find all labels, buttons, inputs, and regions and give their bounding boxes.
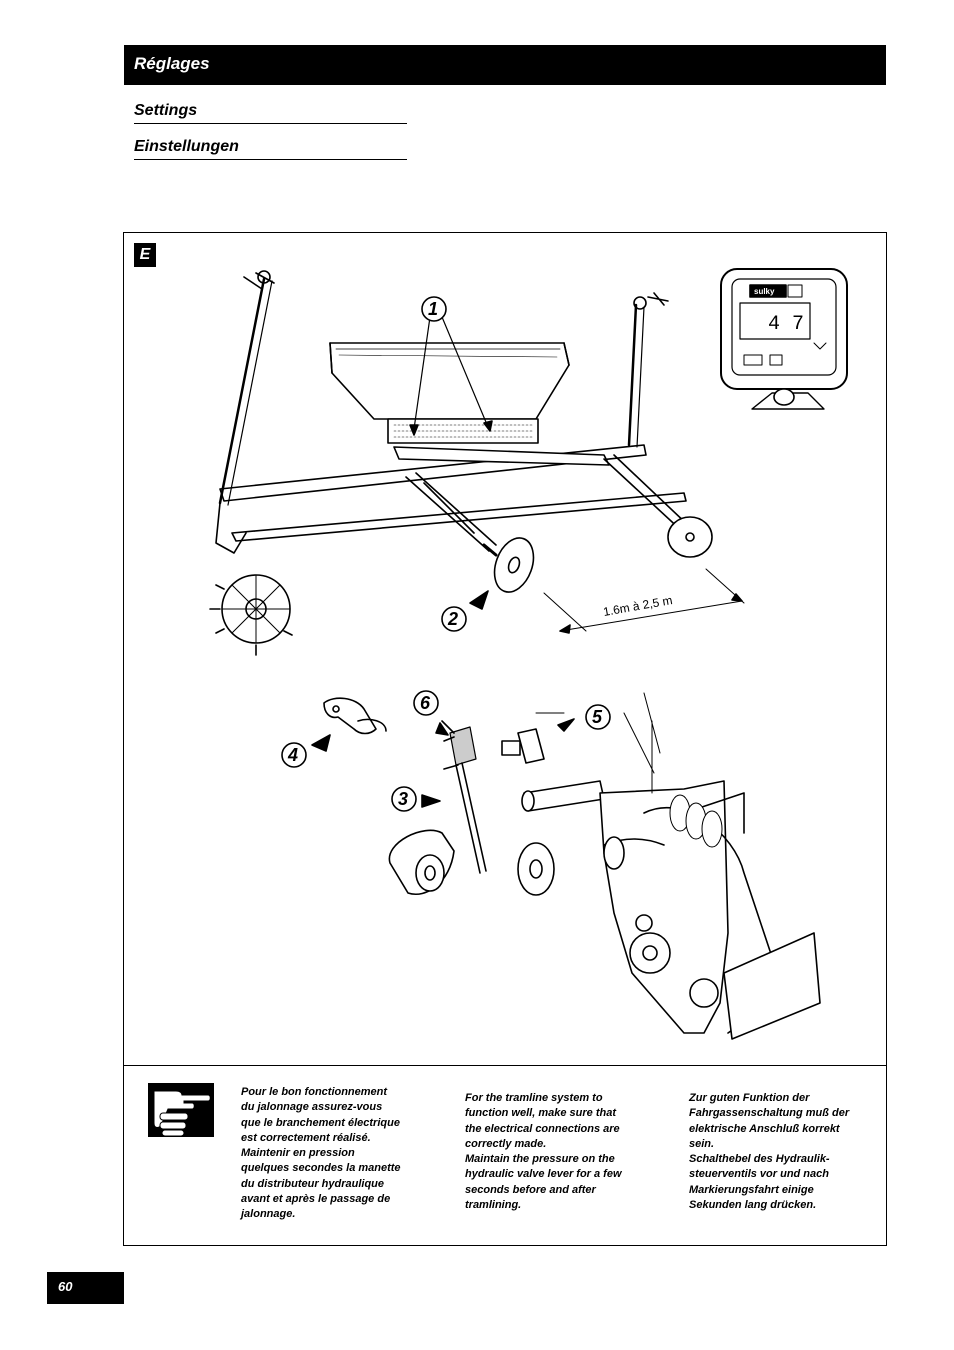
dimension-label: 1.6m à 2,5 m — [602, 593, 673, 619]
page-number: 60 — [58, 1279, 73, 1294]
callout-1: 1 — [428, 299, 438, 319]
callout-3: 3 — [398, 789, 408, 809]
figure-label: E — [134, 243, 156, 267]
subtitle-settings: Settings — [134, 102, 407, 124]
note-french: Pour le bon fonctionnement du jalonnage … — [241, 1086, 401, 1221]
control-monitor: sulky 4 7 — [720, 268, 848, 410]
section-title: Réglages — [134, 54, 210, 73]
callout-4: 4 — [287, 745, 298, 765]
callout-numbers: 1 2 3 4 5 6 — [281, 296, 611, 812]
seed-drill-illustration: 1.6m à 2,5 m sulky 4 7 — [209, 268, 848, 1040]
page-number-box: 60 — [47, 1272, 124, 1304]
callout-2: 2 — [447, 609, 458, 629]
subtitle-einstellungen: Einstellungen — [134, 138, 407, 160]
figure-frame: E — [123, 232, 887, 1246]
monitor-brand: sulky — [754, 287, 775, 296]
seed-drill-drawing: 1.6m à 2,5 m — [209, 270, 745, 656]
callout-6: 6 — [420, 693, 431, 713]
note-english: For the tramline system to function well… — [465, 1092, 622, 1212]
monitor-digits: 4 7 — [768, 313, 804, 336]
callout-5: 5 — [592, 707, 603, 727]
pointing-hand-icon — [148, 1083, 214, 1137]
exploded-assembly-drawing — [311, 692, 821, 1040]
note-german: Zur guten Funktion der Fahrgassenschaltu… — [689, 1092, 850, 1212]
notes-divider — [124, 1065, 886, 1066]
section-header: Réglages — [124, 45, 886, 85]
